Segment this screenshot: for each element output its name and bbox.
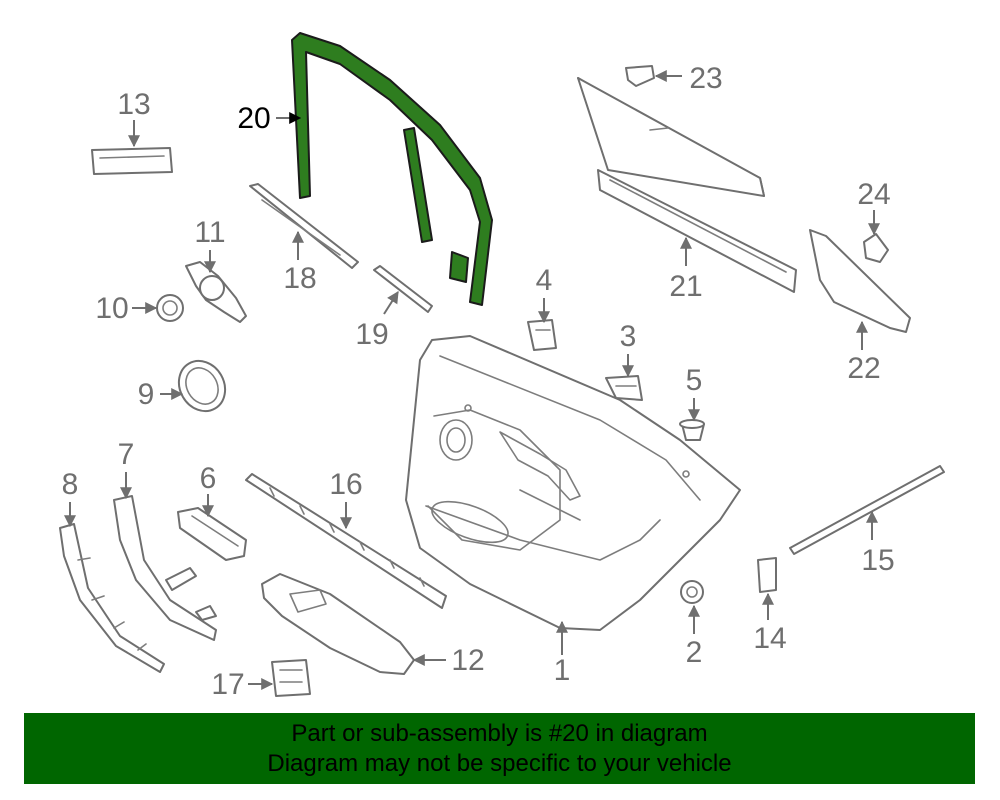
part-20-window-channel[interactable] (291, 32, 493, 306)
label-19: 19 (355, 318, 388, 351)
label-14: 14 (753, 622, 786, 655)
label-4: 4 (536, 264, 553, 297)
parts-diagram: 1 2 3 4 5 6 7 8 9 10 11 12 13 14 15 16 1… (59, 32, 945, 701)
part-13[interactable] (91, 147, 173, 175)
part-4[interactable] (527, 319, 557, 351)
part-9[interactable] (170, 352, 234, 419)
label-10: 10 (95, 292, 128, 325)
label-22: 22 (847, 352, 880, 385)
part-21-sunshade[interactable] (577, 77, 797, 293)
label-1: 1 (554, 654, 571, 687)
label-21: 21 (669, 270, 702, 303)
label-17: 17 (211, 668, 244, 701)
label-20: 20 (237, 102, 270, 135)
part-22[interactable] (809, 229, 911, 333)
part-2[interactable] (680, 580, 704, 604)
label-7: 7 (118, 438, 135, 471)
part-7[interactable] (113, 495, 217, 641)
label-6: 6 (200, 462, 217, 495)
label-13: 13 (117, 88, 150, 121)
banner-line-1: Part or sub-assembly is #20 in diagram (291, 719, 708, 747)
label-18: 18 (283, 262, 316, 295)
part-5[interactable] (679, 419, 705, 441)
part-10[interactable] (156, 294, 184, 322)
info-banner: Part or sub-assembly is #20 in diagram D… (24, 713, 975, 784)
part-12[interactable] (261, 573, 415, 675)
label-9: 9 (138, 378, 155, 411)
part-19[interactable] (373, 265, 433, 313)
part-1-door-panel[interactable] (405, 335, 741, 631)
part-8[interactable] (59, 523, 165, 673)
label-8: 8 (62, 468, 79, 501)
part-18[interactable] (249, 183, 359, 269)
label-24: 24 (857, 178, 890, 211)
part-11[interactable] (185, 261, 247, 323)
banner-line-2: Diagram may not be specific to your vehi… (267, 749, 732, 777)
part-14[interactable] (757, 557, 777, 593)
part-6[interactable] (177, 507, 247, 561)
label-16: 16 (329, 468, 362, 501)
part-23[interactable] (625, 65, 655, 87)
label-5: 5 (686, 364, 703, 397)
label-11: 11 (194, 216, 225, 249)
part-17[interactable] (271, 659, 311, 697)
label-12: 12 (451, 644, 484, 677)
label-23: 23 (689, 62, 722, 95)
label-3: 3 (620, 320, 637, 353)
label-2: 2 (686, 636, 703, 669)
part-15[interactable] (789, 465, 945, 555)
part-24[interactable] (863, 233, 889, 263)
part-16[interactable] (245, 473, 447, 609)
label-15: 15 (861, 544, 894, 577)
